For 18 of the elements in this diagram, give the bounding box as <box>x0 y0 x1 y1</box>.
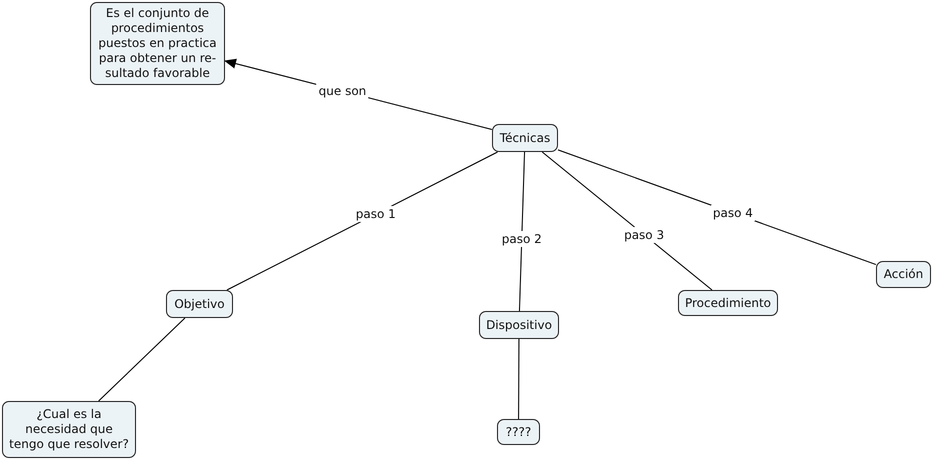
connector-line <box>98 318 186 402</box>
concept-box: Técnicas <box>492 124 558 152</box>
concept-box: ¿Cual es la necesidad que tengo que resolver? <box>2 401 136 458</box>
edge-label: que son <box>316 83 368 100</box>
concept-box: Acción <box>876 261 931 288</box>
edge-label: paso 1 <box>354 206 398 222</box>
edge-label: paso 2 <box>500 231 544 248</box>
concept-box: Dispositivo <box>479 311 559 339</box>
concept-box: ???? <box>497 419 540 445</box>
edge-label: paso 4 <box>710 204 755 221</box>
concept-box: Es el conjunto de procedimientos puestos en practica para obtener un re- sultado favorable <box>90 2 225 85</box>
concept-box: Objetivo <box>166 290 233 318</box>
connector-line <box>226 152 498 290</box>
connector-line <box>542 152 712 290</box>
connector-line <box>518 152 526 312</box>
concept-box: Procedimiento <box>678 290 778 316</box>
edge-label: paso 3 <box>622 226 666 243</box>
connector-line <box>518 338 520 420</box>
